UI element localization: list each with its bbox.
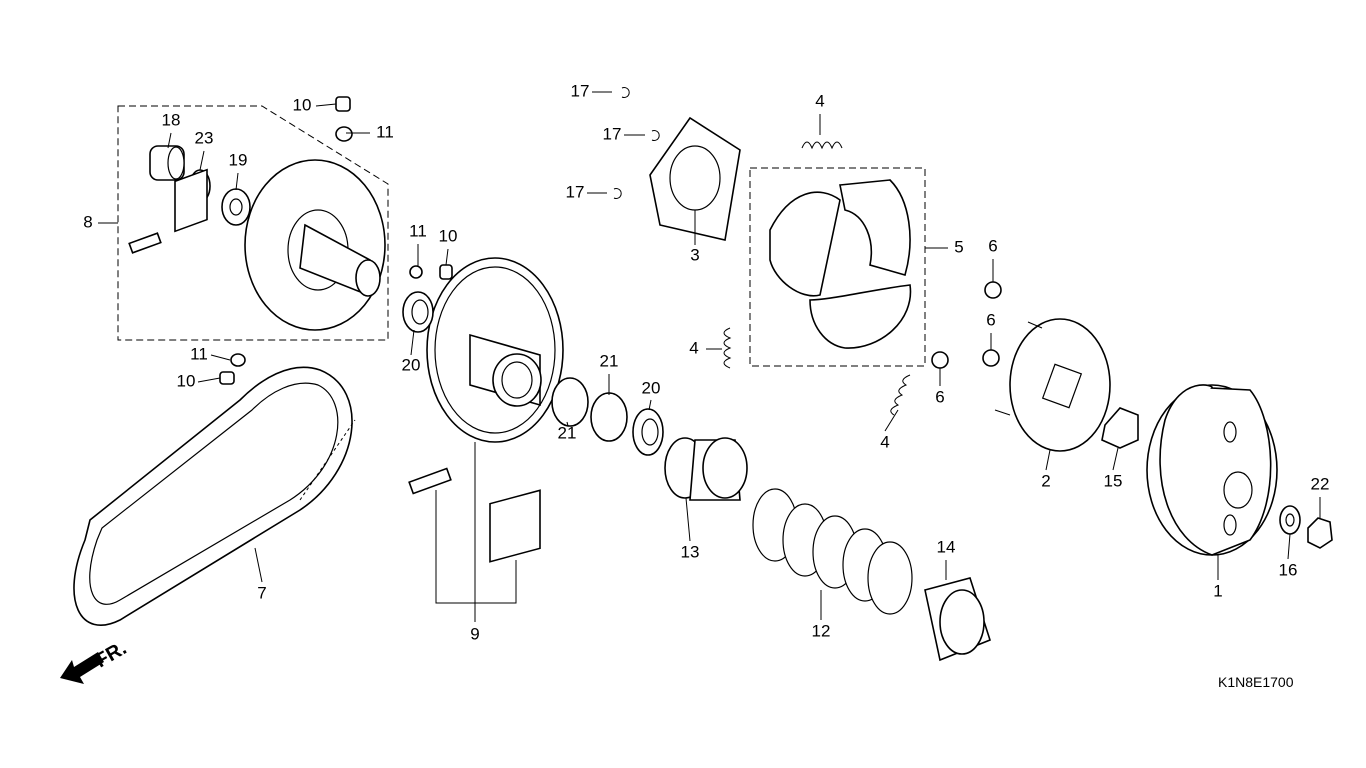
clutch-weight-part-5: [769, 179, 912, 349]
seal-collar-part-14: [924, 577, 991, 662]
callout-13: 13: [681, 542, 700, 561]
callout-1: 1: [1213, 581, 1222, 600]
washer-part-16: [1279, 505, 1301, 535]
bearing-part-19: [221, 188, 251, 226]
slider-part-11: [409, 265, 423, 279]
callout-9: 9: [470, 624, 479, 643]
callout-16: 16: [1279, 560, 1298, 579]
clip-part-17: [621, 87, 630, 98]
pin-part-10: [439, 264, 453, 280]
callout-2: 2: [1041, 471, 1050, 490]
callout-11: 11: [190, 344, 208, 363]
callout-20: 20: [402, 355, 421, 374]
slider-part-11: [335, 126, 353, 142]
plate-part-3: [649, 116, 741, 241]
callout-6: 6: [935, 387, 944, 406]
driven-face-part-9: [426, 257, 564, 443]
spring-part-4: [890, 374, 911, 416]
grease-tube-icon: [408, 467, 452, 495]
callout-19: 19: [229, 150, 248, 169]
bearing-part-18: [149, 145, 185, 181]
callout-23: 23: [195, 128, 214, 147]
callout-20: 20: [642, 378, 661, 397]
callout-15: 15: [1104, 471, 1123, 490]
oil-seal-part-20: [402, 291, 434, 333]
callout-10: 10: [439, 226, 458, 245]
callout-5: 5: [954, 237, 963, 256]
callout-4: 4: [815, 91, 824, 110]
callout-11: 11: [376, 122, 394, 141]
callout-3: 3: [690, 245, 699, 264]
cap-part-10: [335, 96, 351, 112]
callout-4: 4: [880, 432, 889, 451]
oil-seal-part-20: [632, 408, 664, 456]
callout-17: 17: [566, 182, 585, 201]
collar-part-13: [664, 437, 748, 501]
callout-11: 11: [409, 221, 427, 240]
callout-10: 10: [293, 95, 312, 114]
pin-part-10: [219, 371, 235, 385]
callout-4: 4: [689, 338, 698, 357]
clip-part-17: [651, 130, 660, 141]
drive-belt-part-7: [73, 366, 356, 626]
front-direction-arrow: FR.: [60, 637, 130, 684]
callout-14: 14: [937, 537, 956, 556]
callout-8: 8: [83, 212, 92, 231]
leader-lines: [98, 91, 1321, 622]
nut-part-22: [1307, 517, 1333, 549]
callout-labels: 17 17 17 4 10 11 18 23 19 8 11 10 3 5 6 …: [83, 81, 1329, 643]
clip-part-17: [613, 188, 622, 199]
drive-plate-part-2: [994, 318, 1111, 452]
callout-17: 17: [603, 124, 622, 143]
callout-6: 6: [986, 310, 995, 329]
damper-part-6: [931, 351, 949, 369]
spring-part-12: [752, 488, 913, 615]
callout-22: 22: [1311, 474, 1330, 493]
note-card-icon: [489, 489, 541, 563]
group-box-5: [749, 167, 926, 367]
drive-face-part-8: [244, 159, 386, 331]
grease-tube-icon: [128, 232, 162, 254]
callout-6: 6: [988, 236, 997, 255]
callout-18: 18: [162, 110, 181, 129]
diagram-code: K1N8E1700: [1218, 674, 1294, 690]
damper-part-6: [982, 349, 1000, 367]
callout-10: 10: [177, 371, 196, 390]
note-card-icon: [174, 168, 208, 233]
callout-17: 17: [571, 81, 590, 100]
front-label: FR.: [92, 637, 131, 672]
o-ring-part-21: [551, 377, 589, 427]
callout-12: 12: [812, 621, 831, 640]
callout-21: 21: [600, 351, 619, 370]
damper-part-6: [984, 281, 1002, 299]
nut-part-15: [1101, 407, 1139, 449]
o-ring-part-21: [590, 392, 628, 442]
spring-part-4: [723, 327, 732, 369]
arrow-icon: [60, 652, 104, 684]
callout-21: 21: [558, 423, 577, 442]
spring-part-4: [801, 141, 843, 150]
clutch-outer-part-1: [1146, 384, 1278, 556]
slider-part-11: [230, 353, 246, 367]
callout-7: 7: [257, 583, 266, 602]
